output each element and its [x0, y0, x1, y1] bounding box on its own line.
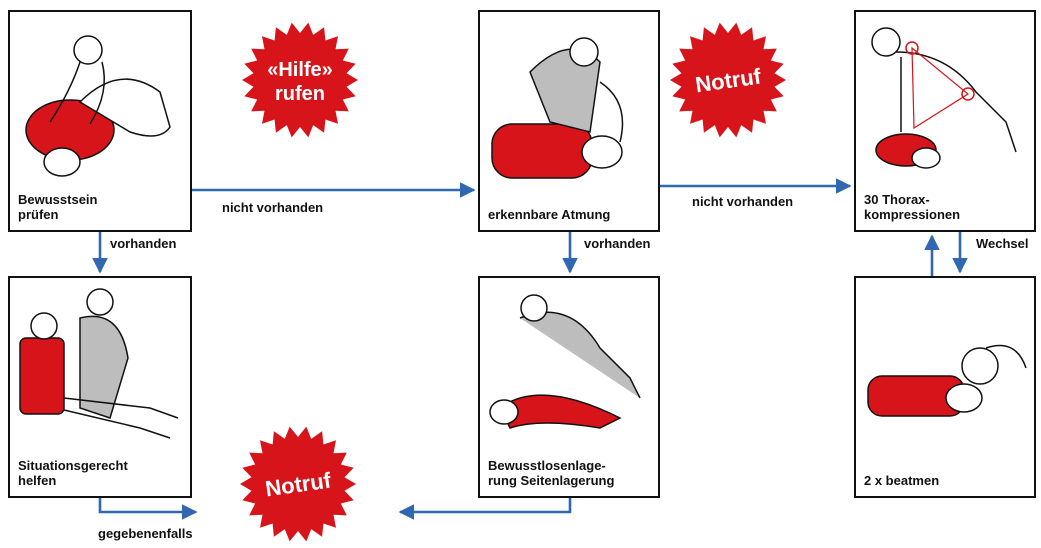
edge-label-not-present: nicht vorhanden [692, 194, 793, 209]
edge-label-not-present: nicht vorhanden [222, 200, 323, 215]
burst-line-2: rufen [275, 83, 325, 105]
burst-line-1: «Hilfe» [267, 59, 333, 81]
edge-label-present: vorhanden [584, 236, 650, 251]
burst-call-for-help: «Hilfe» rufen [242, 23, 358, 138]
edge-label-present: vorhanden [110, 236, 176, 251]
edge-label-alternate: Wechsel [976, 236, 1029, 251]
edge-label-if-needed: gegebenenfalls [98, 526, 193, 541]
burst-emergency-call-top: Notruf [670, 23, 786, 138]
burst-emergency-call-bottom: Notruf [240, 427, 356, 542]
arrow-help-to-emergency [100, 498, 196, 512]
arrow-recovery-to-emergency [400, 498, 570, 512]
